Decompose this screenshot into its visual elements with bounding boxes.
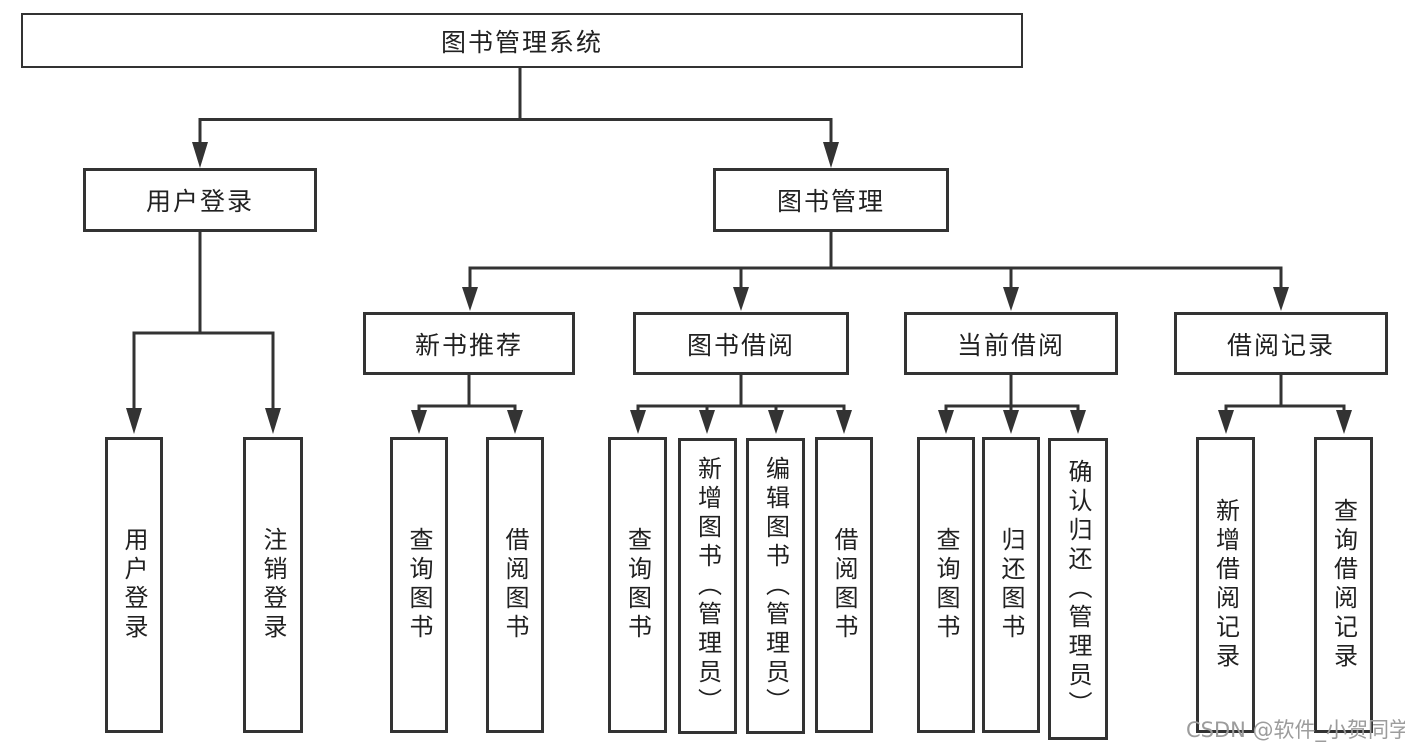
book-borrow-arrowheads	[630, 410, 852, 434]
leaf-bb-add-books-admin: 新增图书（管理员）	[678, 438, 737, 734]
leaf-bb-query-books-label: 查询图书	[623, 527, 652, 643]
arrow-down-icon	[733, 287, 749, 311]
arrow-down-icon	[699, 410, 715, 434]
node-book-management: 图书管理	[713, 168, 949, 232]
current-borrow-arrowheads	[938, 410, 1086, 434]
arrow-down-icon	[411, 410, 427, 434]
node-current-borrow: 当前借阅	[904, 312, 1118, 375]
leaf-bb-edit-books-admin-label: 编辑图书（管理员）	[761, 455, 790, 717]
new-book-recommend-arrowheads	[411, 410, 523, 434]
book-management-branch-arrowheads	[462, 287, 1289, 311]
leaf-bb-borrow-books-label: 借阅图书	[830, 527, 858, 643]
arrow-down-icon	[1218, 410, 1234, 434]
leaf-nbr-borrow-books: 借阅图书	[486, 437, 544, 733]
leaf-nbr-query-books: 查询图书	[390, 437, 448, 733]
node-root-system: 图书管理系统	[21, 13, 1023, 68]
node-borrow-records: 借阅记录	[1174, 312, 1388, 375]
leaf-bb-borrow-books: 借阅图书	[815, 437, 873, 733]
node-user-login-label: 用户登录	[145, 187, 254, 216]
leaf-bb-edit-books-admin: 编辑图书（管理员）	[746, 438, 805, 734]
leaf-logout-label: 注销登录	[259, 527, 287, 643]
arrow-down-icon	[265, 408, 281, 434]
arrow-down-icon	[507, 410, 523, 434]
root-connector	[198, 68, 833, 146]
node-book-borrow: 图书借阅	[633, 312, 849, 375]
arrow-down-icon	[1070, 410, 1086, 434]
node-book-management-label: 图书管理	[776, 187, 885, 216]
user-login-branch-arrowheads	[126, 408, 281, 434]
node-book-borrow-label: 图书借阅	[686, 330, 795, 360]
leaf-cb-return-books: 归还图书	[982, 437, 1040, 733]
leaf-cb-query-books-label: 查询图书	[932, 527, 960, 643]
arrow-down-icon	[836, 410, 852, 434]
leaf-bb-add-books-admin-label: 新增图书（管理员）	[693, 455, 722, 717]
leaf-cb-return-books-label: 归还图书	[997, 527, 1025, 643]
leaf-logout: 注销登录	[243, 437, 303, 733]
book-borrow-connector	[636, 375, 846, 412]
leaf-cb-confirm-return-admin: 确认归还（管理员）	[1048, 438, 1108, 740]
arrow-down-icon	[630, 410, 646, 434]
arrow-down-icon	[1336, 410, 1352, 434]
node-root-system-label: 图书管理系统	[440, 27, 603, 57]
leaf-bb-query-books: 查询图书	[608, 437, 667, 733]
leaf-br-add-borrow-record-label: 新增借阅记录	[1211, 498, 1240, 672]
leaf-br-add-borrow-record: 新增借阅记录	[1196, 437, 1255, 733]
borrow-records-arrowheads	[1218, 410, 1352, 434]
arrow-down-icon	[462, 287, 478, 311]
leaf-br-query-borrow-record: 查询借阅记录	[1314, 437, 1373, 733]
book-management-branch-connector	[468, 232, 1283, 289]
arrow-down-icon	[1273, 287, 1289, 311]
leaf-br-query-borrow-record-label: 查询借阅记录	[1329, 498, 1358, 672]
root-connector-arrowheads	[192, 142, 839, 168]
leaf-user-login: 用户登录	[105, 437, 163, 733]
arrow-down-icon	[938, 410, 954, 434]
leaf-nbr-query-books-label: 查询图书	[405, 527, 433, 643]
current-borrow-connector	[944, 375, 1080, 412]
leaf-nbr-borrow-books-label: 借阅图书	[501, 527, 529, 643]
node-current-borrow-label: 当前借阅	[956, 330, 1065, 360]
leaf-user-login-label: 用户登录	[120, 527, 148, 643]
leaf-cb-confirm-return-admin-label: 确认归还（管理员）	[1064, 458, 1092, 720]
arrow-down-icon	[1003, 287, 1019, 311]
user-login-branch-connector	[132, 232, 275, 410]
arrow-down-icon	[126, 408, 142, 434]
node-new-book-recommend: 新书推荐	[363, 312, 575, 375]
node-user-login: 用户登录	[83, 168, 317, 232]
leaf-cb-query-books: 查询图书	[917, 437, 975, 733]
node-new-book-recommend-label: 新书推荐	[414, 330, 523, 360]
new-book-recommend-connector	[417, 375, 517, 412]
node-borrow-records-label: 借阅记录	[1226, 330, 1335, 360]
arrow-down-icon	[768, 410, 784, 434]
arrow-down-icon	[192, 142, 208, 168]
csdn-watermark: CSDN @软件_小贺同学	[1186, 718, 1405, 742]
arrow-down-icon	[1003, 410, 1019, 434]
arrow-down-icon	[823, 142, 839, 168]
borrow-records-connector	[1224, 375, 1346, 412]
